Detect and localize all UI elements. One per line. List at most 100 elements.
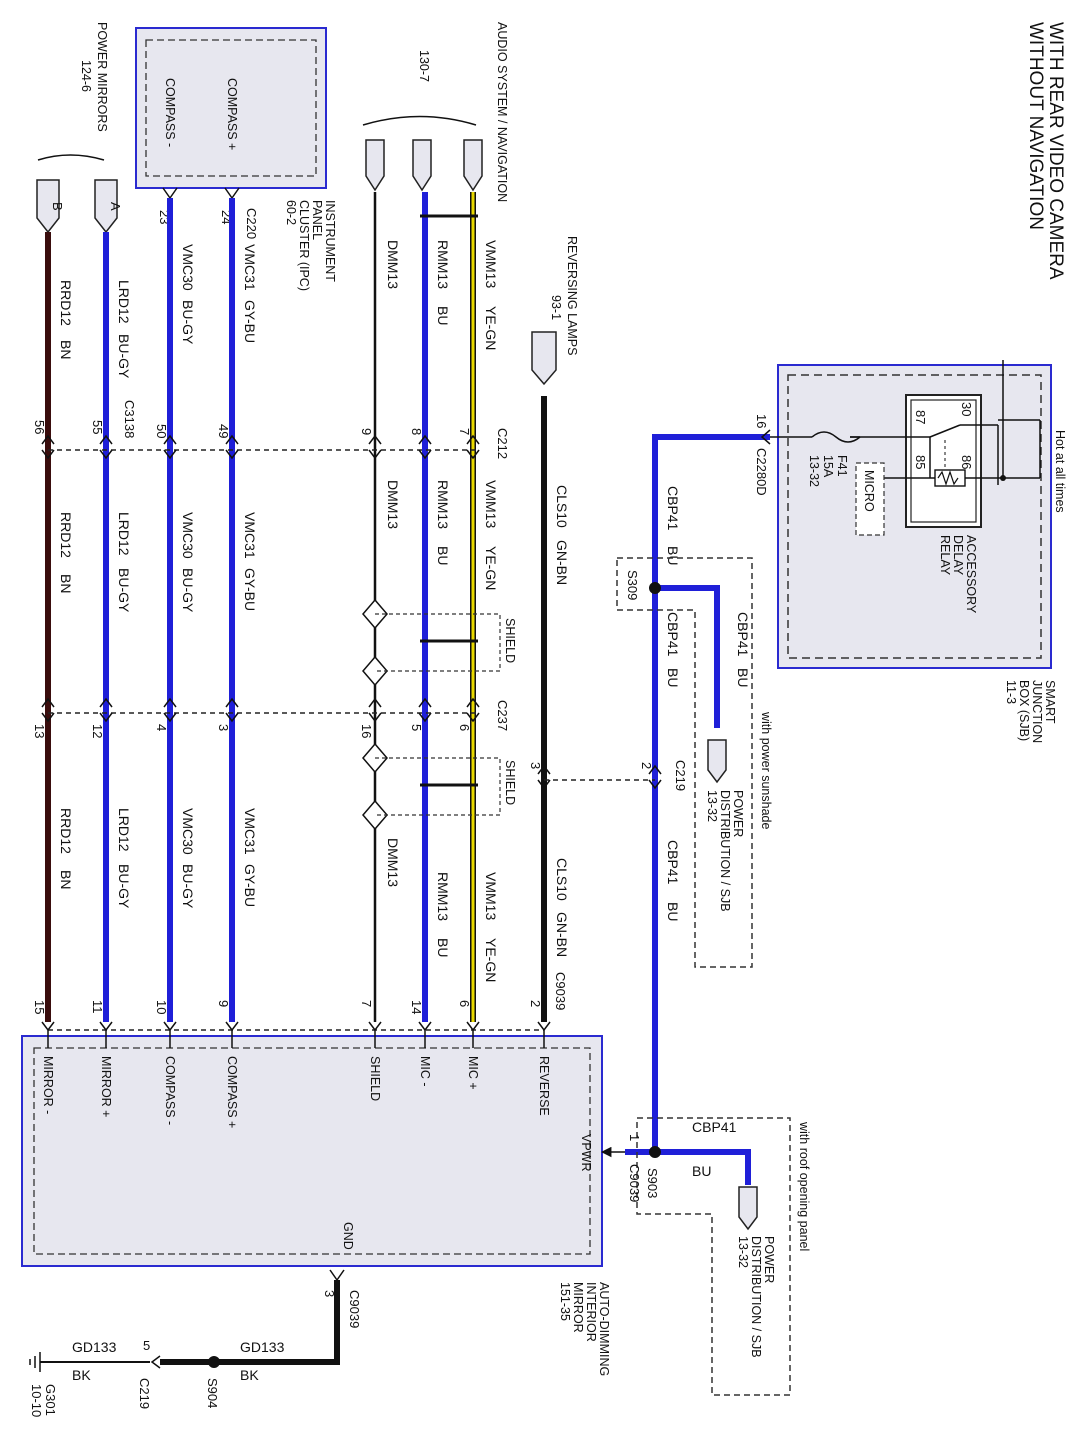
- wire-vmm13-3: VMM13: [483, 872, 499, 920]
- pd2-line-2: DISTRIBUTION / SJB: [749, 1236, 763, 1358]
- title-line-1: WITH REAR VIDEO CAMERA: [1045, 22, 1066, 280]
- wire-vmc30-3-color: BU-GY: [180, 864, 196, 909]
- wire-rmm13-1-color: BU: [435, 306, 451, 325]
- c9039-pin-1: 1: [627, 1134, 642, 1141]
- connector-c237-c219: C237 6 5 16 3 4 12 13 C219 2 3: [32, 697, 688, 791]
- sjb-name-1: SMART: [1043, 680, 1057, 724]
- conn-c220: C220: [244, 208, 259, 239]
- c9039-pin-3: 3: [322, 1290, 337, 1297]
- wire-rrd12-2-color: BN: [58, 574, 74, 593]
- c237-pin-4: 4: [154, 724, 169, 731]
- fuse-amp-label: 15A: [821, 455, 835, 478]
- c237-pin-6: 6: [457, 724, 472, 731]
- mirror-compass-minus: COMPASS -: [163, 1056, 177, 1125]
- conn-c9039: C9039: [553, 972, 568, 1010]
- mirror-compass-plus: COMPASS +: [225, 1056, 239, 1128]
- mirror-reverse: REVERSE: [537, 1056, 551, 1116]
- c237-pin-13: 13: [32, 724, 47, 738]
- c219-gnd-label: C219: [137, 1378, 152, 1409]
- c212-pin-9: 9: [359, 428, 374, 435]
- ipc-label-3: CLUSTER (IPC): [297, 200, 311, 291]
- pin-86: 86: [959, 455, 974, 469]
- wire-cbp41-5-color: BU: [692, 1163, 711, 1179]
- ipc-compass-plus: COMPASS +: [225, 78, 239, 150]
- splice-s309-label: S309: [625, 570, 640, 600]
- wire-dmm13-2: DMM13: [385, 480, 401, 529]
- wire-vmm13-1-color: YE-GN: [483, 306, 499, 350]
- splice-s903-label: S903: [645, 1168, 660, 1198]
- wire-gd133-1-color: BK: [240, 1367, 259, 1383]
- c9039-pin-6: 6: [457, 1000, 472, 1007]
- pd1-note: with power sunshade: [759, 711, 773, 829]
- smart-junction-box: MICRO Hot at all times 30 86 87 85 ACCES…: [770, 360, 1067, 743]
- wire-gd133-1: GD133: [240, 1339, 285, 1355]
- mirror-mic-plus: MIC +: [466, 1056, 480, 1090]
- c219-pin-2: 2: [639, 762, 654, 769]
- wire-lrd12-1-color: BU-GY: [116, 334, 132, 379]
- wire-rmm13-2-color: BU: [435, 546, 451, 565]
- pin-85: 85: [913, 455, 928, 469]
- c219-gnd-pin-5: 5: [143, 1338, 150, 1353]
- wire-vmc31-3: VMC31: [242, 808, 258, 855]
- power-mirrors-circuit: POWER MIRRORS 124-6 A B LRD12 BU-GY LRD1…: [36, 22, 132, 1022]
- audio-system-page: 130-7: [417, 50, 431, 82]
- conn-c2280d-pin: 16: [754, 414, 769, 428]
- instrument-panel-cluster: COMPASS + COMPASS - INSTRUMENT PANEL CLU…: [135, 27, 337, 1022]
- wire-vmc31-3-color: GY-BU: [242, 864, 258, 907]
- wire-gd133-2-color: BK: [72, 1367, 91, 1383]
- wire-lrd12-3-color: BU-GY: [116, 864, 132, 909]
- wire-lrd12-1: LRD12: [116, 280, 132, 324]
- shield-label-2: SHIELD: [503, 760, 517, 805]
- conn-c9039-gnd: C9039: [347, 1290, 362, 1328]
- sjb-micro-label: MICRO: [862, 470, 876, 512]
- wire-vmc31-2: VMC31: [242, 512, 258, 559]
- wire-cls10-1-color: GN-BN: [554, 540, 570, 585]
- title-line-2: WITHOUT NAVIGATION: [1025, 22, 1046, 230]
- wire-rmm13-2: RMM13: [435, 480, 451, 529]
- c9039-pin-7: 7: [359, 1000, 374, 1007]
- wire-rrd12-1-color: BN: [58, 340, 74, 359]
- mirror-mirror-plus: MIRROR +: [99, 1056, 113, 1117]
- wire-vmc30-1-color: BU-GY: [180, 300, 196, 345]
- wire-cls10-2-color: GN-BN: [554, 912, 570, 957]
- shield-label-1: SHIELD: [503, 618, 517, 663]
- audio-system-circuit: AUDIO SYSTEM / NAVIGATION 130-7 SHIELD S…: [362, 22, 517, 1022]
- splice-s904: [208, 1356, 220, 1368]
- reversing-lamps-circuit: REVERSING LAMPS 93-1 CLS10 GN-BN CLS10 G…: [531, 236, 579, 1022]
- c212-pin-7: 7: [457, 428, 472, 435]
- sjb-name-2: JUNCTION: [1030, 680, 1044, 743]
- wire-rmm13-3-color: BU: [435, 938, 451, 957]
- wire-lrd12-2: LRD12: [116, 512, 132, 556]
- wire-lrd12-3: LRD12: [116, 808, 132, 852]
- sjb-name-3: BOX (SJB): [1017, 680, 1031, 741]
- c9039-pin-10: 10: [154, 1000, 169, 1014]
- conn-c3138: C3138: [122, 400, 137, 438]
- c237-pin-12: 12: [90, 724, 105, 738]
- power-mirrors-page: 124-6: [79, 60, 93, 92]
- wire-vmc30-1: VMC30: [180, 244, 196, 291]
- mirror-label-4: 151-35: [558, 1282, 572, 1321]
- relay-label-1: ACCESSORY: [964, 535, 978, 614]
- mirror-vpwr: VPWR: [579, 1134, 593, 1172]
- ground-circuit: C9039 3 GD133 BK GD133 BK S904 5 C219 G3…: [29, 1269, 362, 1417]
- ipc-compass-minus: COMPASS -: [163, 78, 177, 147]
- wire-cls10-1: CLS10: [554, 485, 570, 528]
- power-mirrors-connector-b: B: [50, 202, 65, 211]
- sjb-page: 11-3: [1004, 680, 1018, 704]
- ground-symbol-icon: [29, 1352, 41, 1372]
- c3138-pin-56: 56: [32, 420, 47, 434]
- wire-cls10-2: CLS10: [554, 858, 570, 901]
- pd1-line-1: POWER: [731, 790, 745, 837]
- wire-vmm13-3-color: YE-GN: [483, 938, 499, 982]
- wire-vmc31-2-color: GY-BU: [242, 568, 258, 611]
- c9039-pin-11: 11: [90, 1000, 105, 1014]
- c9039-pin-9: 9: [216, 1000, 231, 1007]
- relay-label-2: DELAY: [951, 535, 965, 576]
- c9039-pin-14: 14: [409, 1000, 424, 1014]
- wire-rrd12-3-color: BN: [58, 870, 74, 889]
- conn-c2280d: C2280D: [754, 448, 769, 496]
- pd1-line-3: 13-32: [705, 790, 719, 822]
- wire-rrd12-3: RRD12: [58, 808, 74, 854]
- fuse-page-label: 13-32: [807, 455, 821, 487]
